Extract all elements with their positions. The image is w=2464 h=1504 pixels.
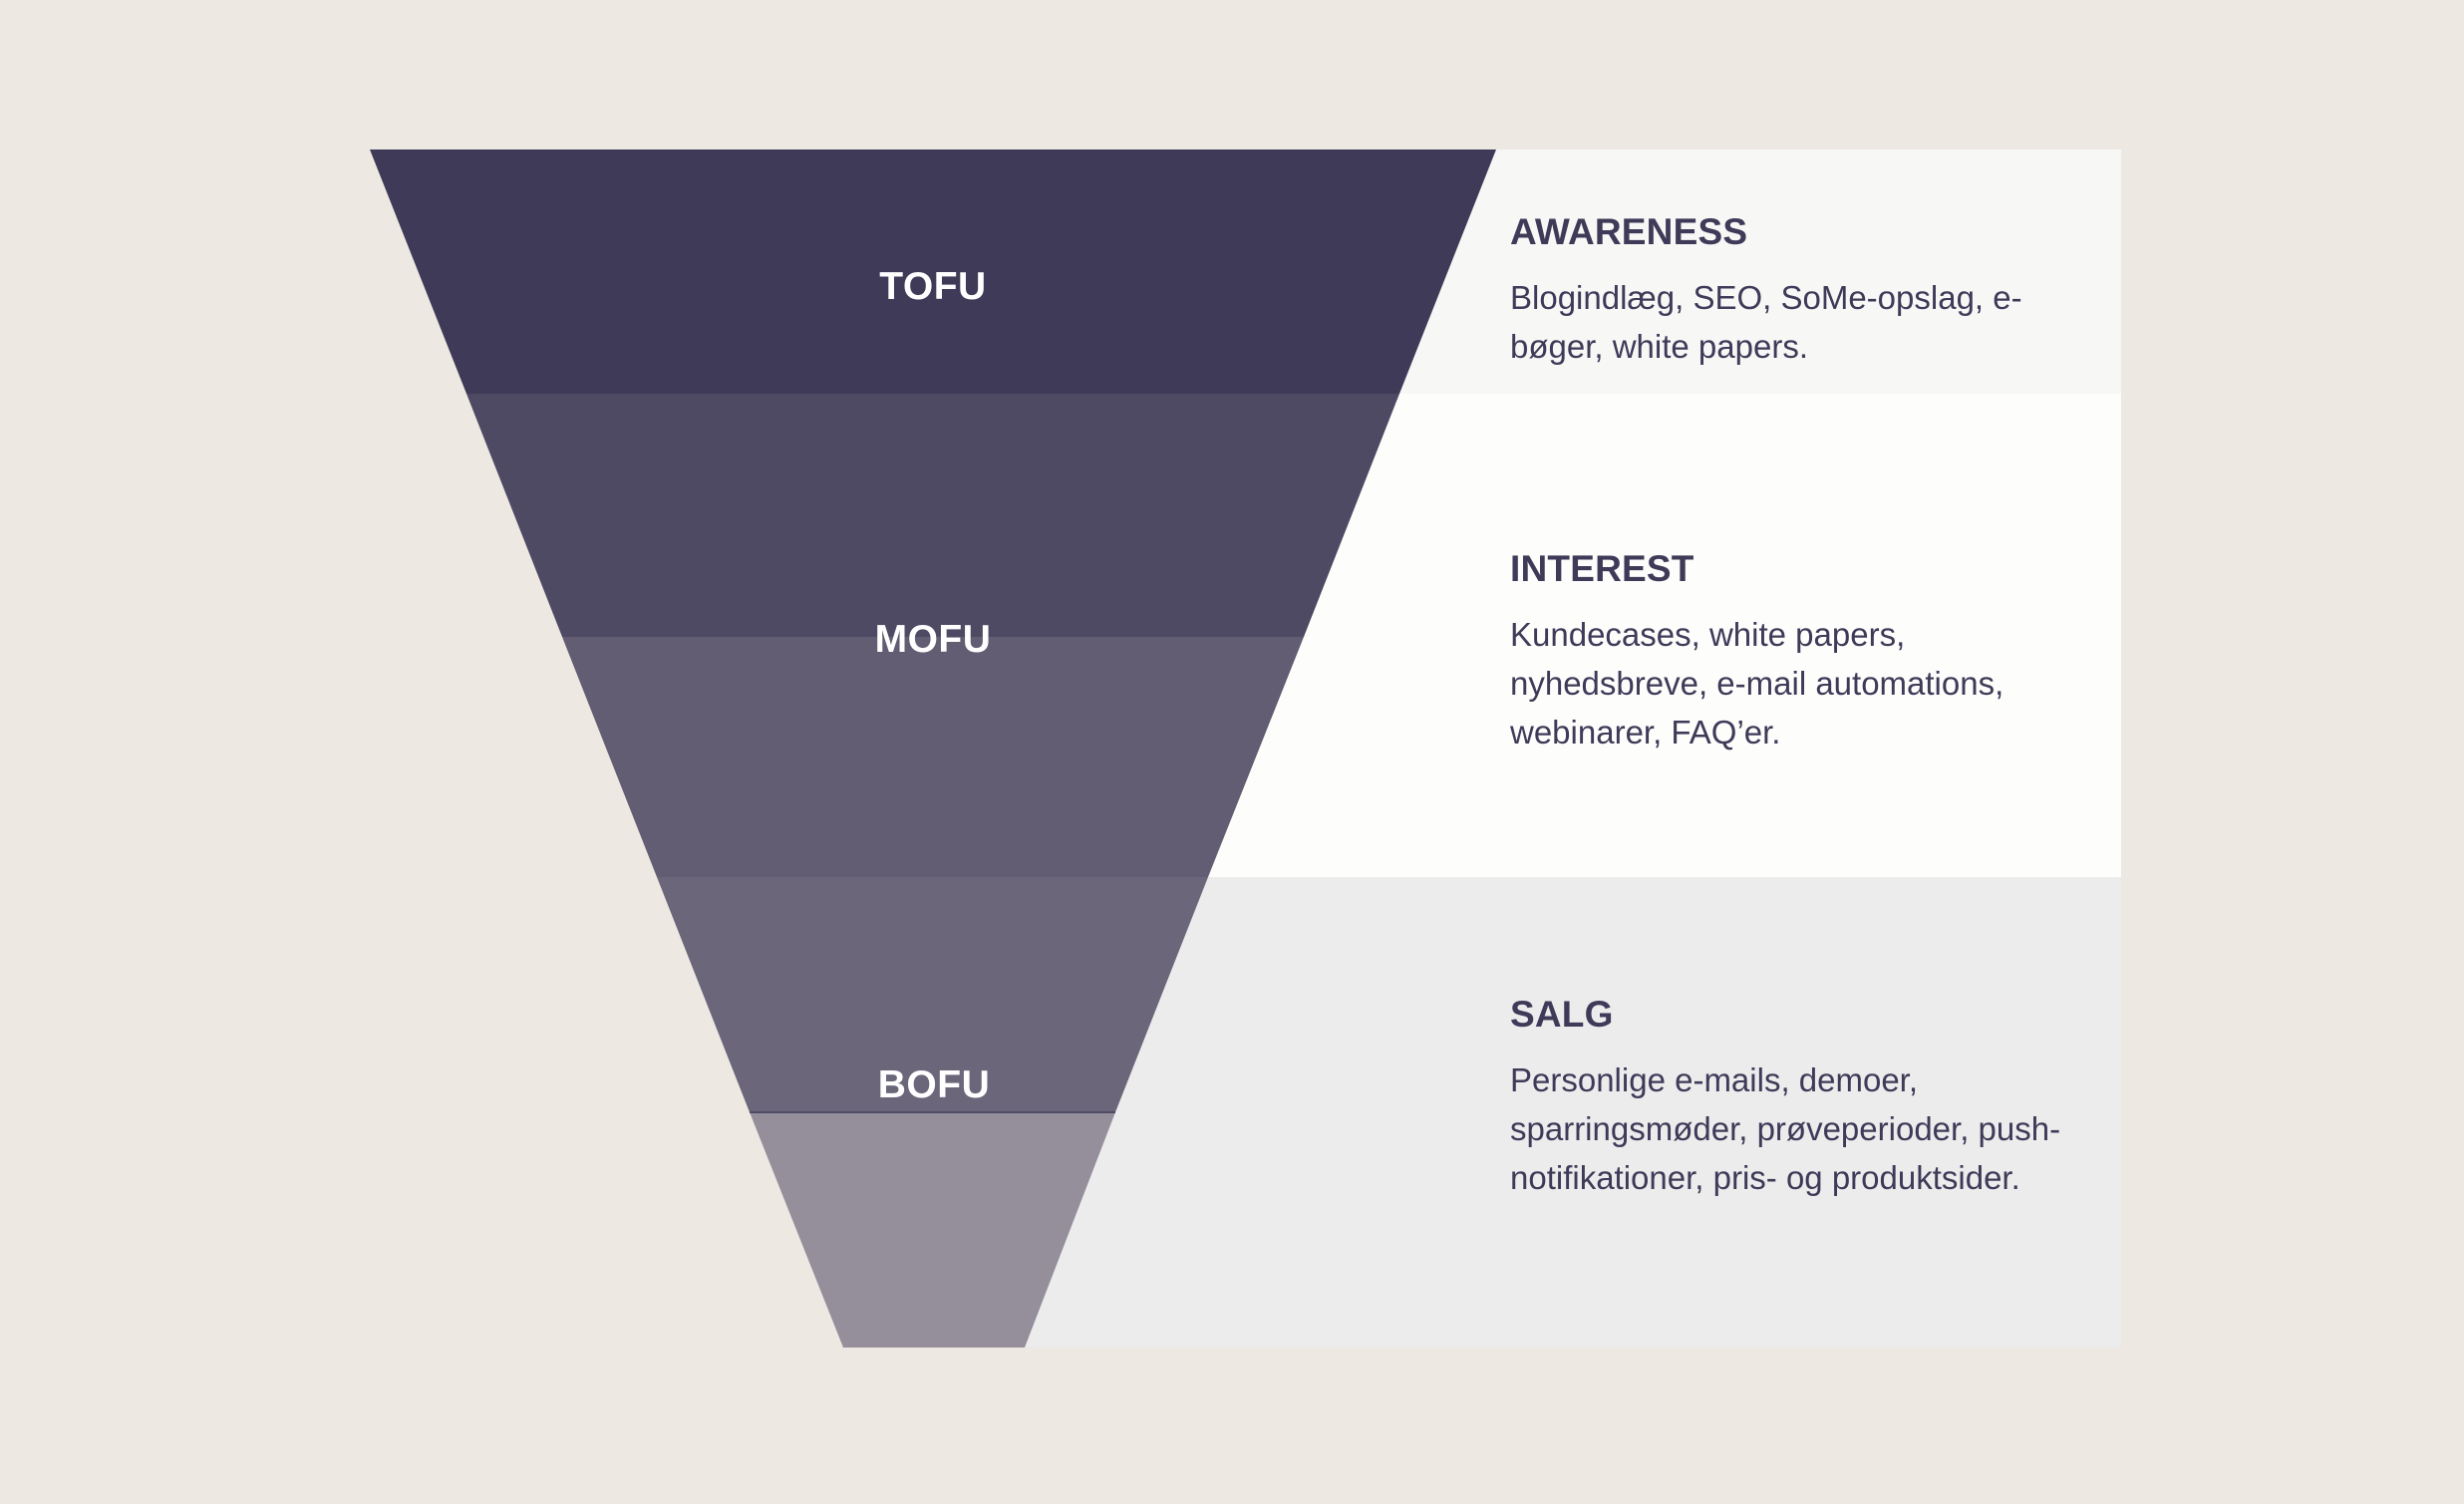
funnel-label-mofu: MOFU — [874, 618, 992, 661]
funnel-label-tofu: TOFU — [879, 265, 987, 308]
stage-description: Blogindlæg, SEO, SoMe-opslag, e-bøger, w… — [1510, 279, 2022, 365]
stage-description: Kundecases, white papers, nyhedsbreve, e… — [1510, 616, 2004, 751]
stage-title: AWARENESS — [1510, 211, 1748, 252]
funnel-label-bofu: BOFU — [877, 1063, 991, 1106]
funnel-band-4 — [657, 877, 1208, 1112]
funnel-band-5 — [750, 1112, 1115, 1348]
stage-interest: INTEREST Kundecases, white papers, nyhed… — [1510, 550, 2098, 756]
stage-awareness: AWARENESS Blogindlæg, SEO, SoMe-opslag, … — [1510, 213, 2098, 371]
stage-title: INTEREST — [1510, 548, 1694, 589]
funnel-band-2 — [466, 394, 1399, 637]
stage-salg: SALG Personlige e-mails, demoer, sparrin… — [1510, 996, 2098, 1202]
funnel-band-3 — [562, 637, 1304, 877]
stage-description: Personlige e-mails, demoer, sparringsmød… — [1510, 1061, 2061, 1196]
stage-title: SALG — [1510, 994, 1614, 1035]
stage-panel-salg — [997, 877, 2121, 1348]
funnel-band-1 — [370, 150, 1496, 394]
